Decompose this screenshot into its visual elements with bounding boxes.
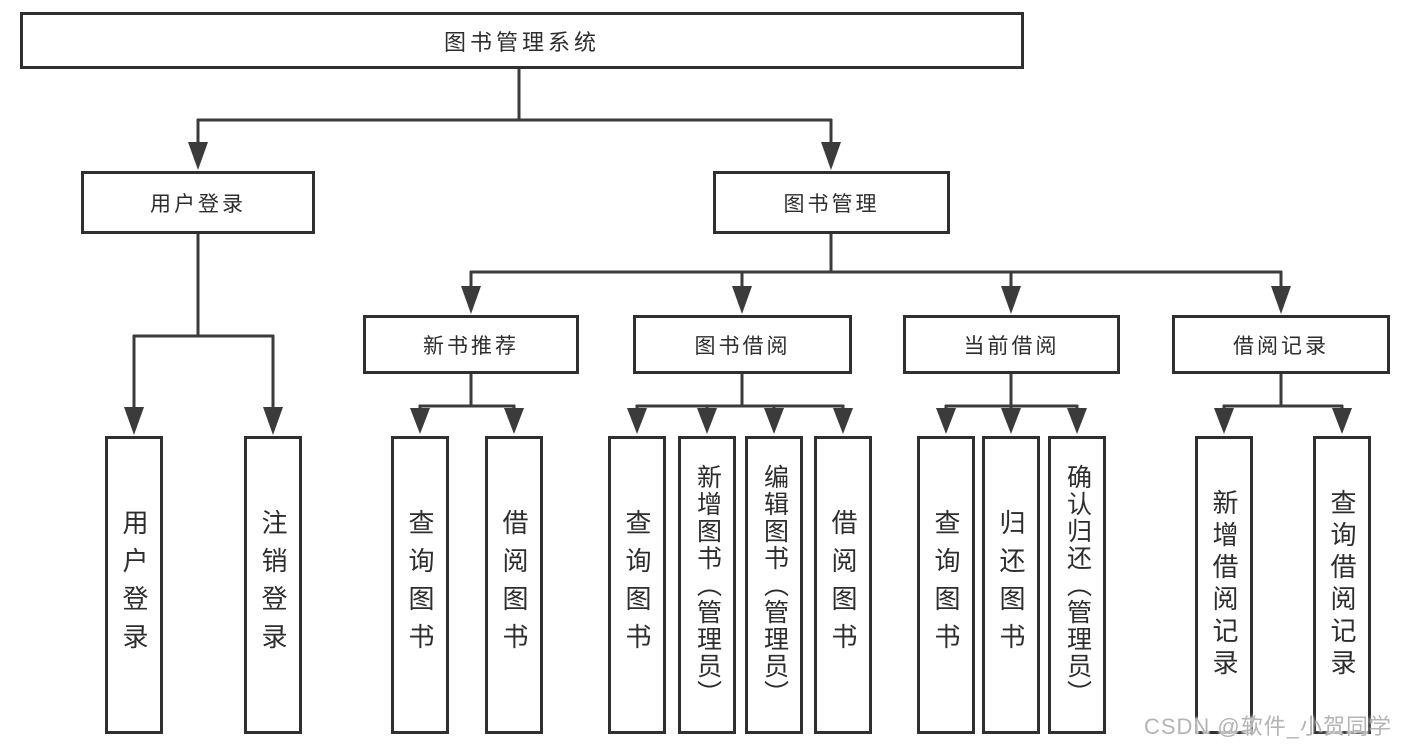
node-leaf-newbook-query-books: 查询图书 <box>391 436 449 734</box>
connector-borrow-records-children <box>1214 374 1352 434</box>
node-label: 借阅记录 <box>1233 334 1329 358</box>
connector-book-borrow-children <box>627 374 853 434</box>
node-leaf-borrow-query-books: 查询图书 <box>608 436 666 734</box>
connector-new-books-children <box>410 374 524 434</box>
node-leaf-current-query-books: 查询图书 <box>917 436 975 734</box>
connector-root-to-level2 <box>188 69 841 170</box>
node-book-borrowing: 图书借阅 <box>633 315 852 374</box>
node-label: 用户登录 <box>119 509 149 661</box>
node-label: 注销登录 <box>258 509 288 661</box>
node-label: 确认归还（管理员） <box>1063 463 1092 707</box>
node-label: 编辑图书（管理员） <box>760 463 789 707</box>
node-label: 查询图书 <box>622 509 652 661</box>
node-library-system: 图书管理系统 <box>20 12 1024 69</box>
node-leaf-edit-books-admin: 编辑图书（管理员） <box>745 436 803 734</box>
node-leaf-borrow-borrow-books: 借阅图书 <box>814 436 872 734</box>
node-label: 图书管理 <box>783 192 880 216</box>
node-label: 当前借阅 <box>963 334 1060 358</box>
node-leaf-confirm-return-admin: 确认归还（管理员） <box>1048 436 1106 734</box>
node-label: 借阅图书 <box>499 509 529 661</box>
connector-current-borrow-children <box>936 374 1087 434</box>
node-book-management: 图书管理 <box>713 171 950 234</box>
node-leaf-logout: 注销登录 <box>244 436 302 734</box>
node-leaf-newbook-borrow-books: 借阅图书 <box>485 436 543 734</box>
connector-user-login-children <box>124 234 283 435</box>
node-current-borrowing: 当前借阅 <box>903 315 1120 374</box>
node-label: 借阅图书 <box>828 509 858 661</box>
node-label: 查询图书 <box>931 509 961 661</box>
node-leaf-add-borrow-record: 新增借阅记录 <box>1195 436 1253 734</box>
node-label: 图书借阅 <box>694 334 791 358</box>
node-label: 查询借阅记录 <box>1327 489 1357 681</box>
node-leaf-add-books-admin: 新增图书（管理员） <box>678 436 736 734</box>
node-user-login: 用户登录 <box>81 171 315 234</box>
connector-book-mgmt-to-level3 <box>461 234 1291 314</box>
node-label: 用户登录 <box>150 192 246 216</box>
node-label: 图书管理系统 <box>443 29 600 55</box>
node-borrowing-records: 借阅记录 <box>1172 315 1390 374</box>
node-label: 查询图书 <box>405 509 435 661</box>
node-label: 新增借阅记录 <box>1209 489 1239 681</box>
node-leaf-return-books: 归还图书 <box>982 436 1040 734</box>
csdn-watermark: CSDN @软件_小贺同学 <box>1143 714 1392 739</box>
node-label: 新增图书（管理员） <box>693 463 722 707</box>
node-label: 归还图书 <box>996 509 1026 661</box>
node-new-book-recommend: 新书推荐 <box>363 315 579 374</box>
node-leaf-user-login: 用户登录 <box>105 436 163 734</box>
node-leaf-query-borrow-record: 查询借阅记录 <box>1313 436 1371 734</box>
node-label: 新书推荐 <box>423 334 519 358</box>
